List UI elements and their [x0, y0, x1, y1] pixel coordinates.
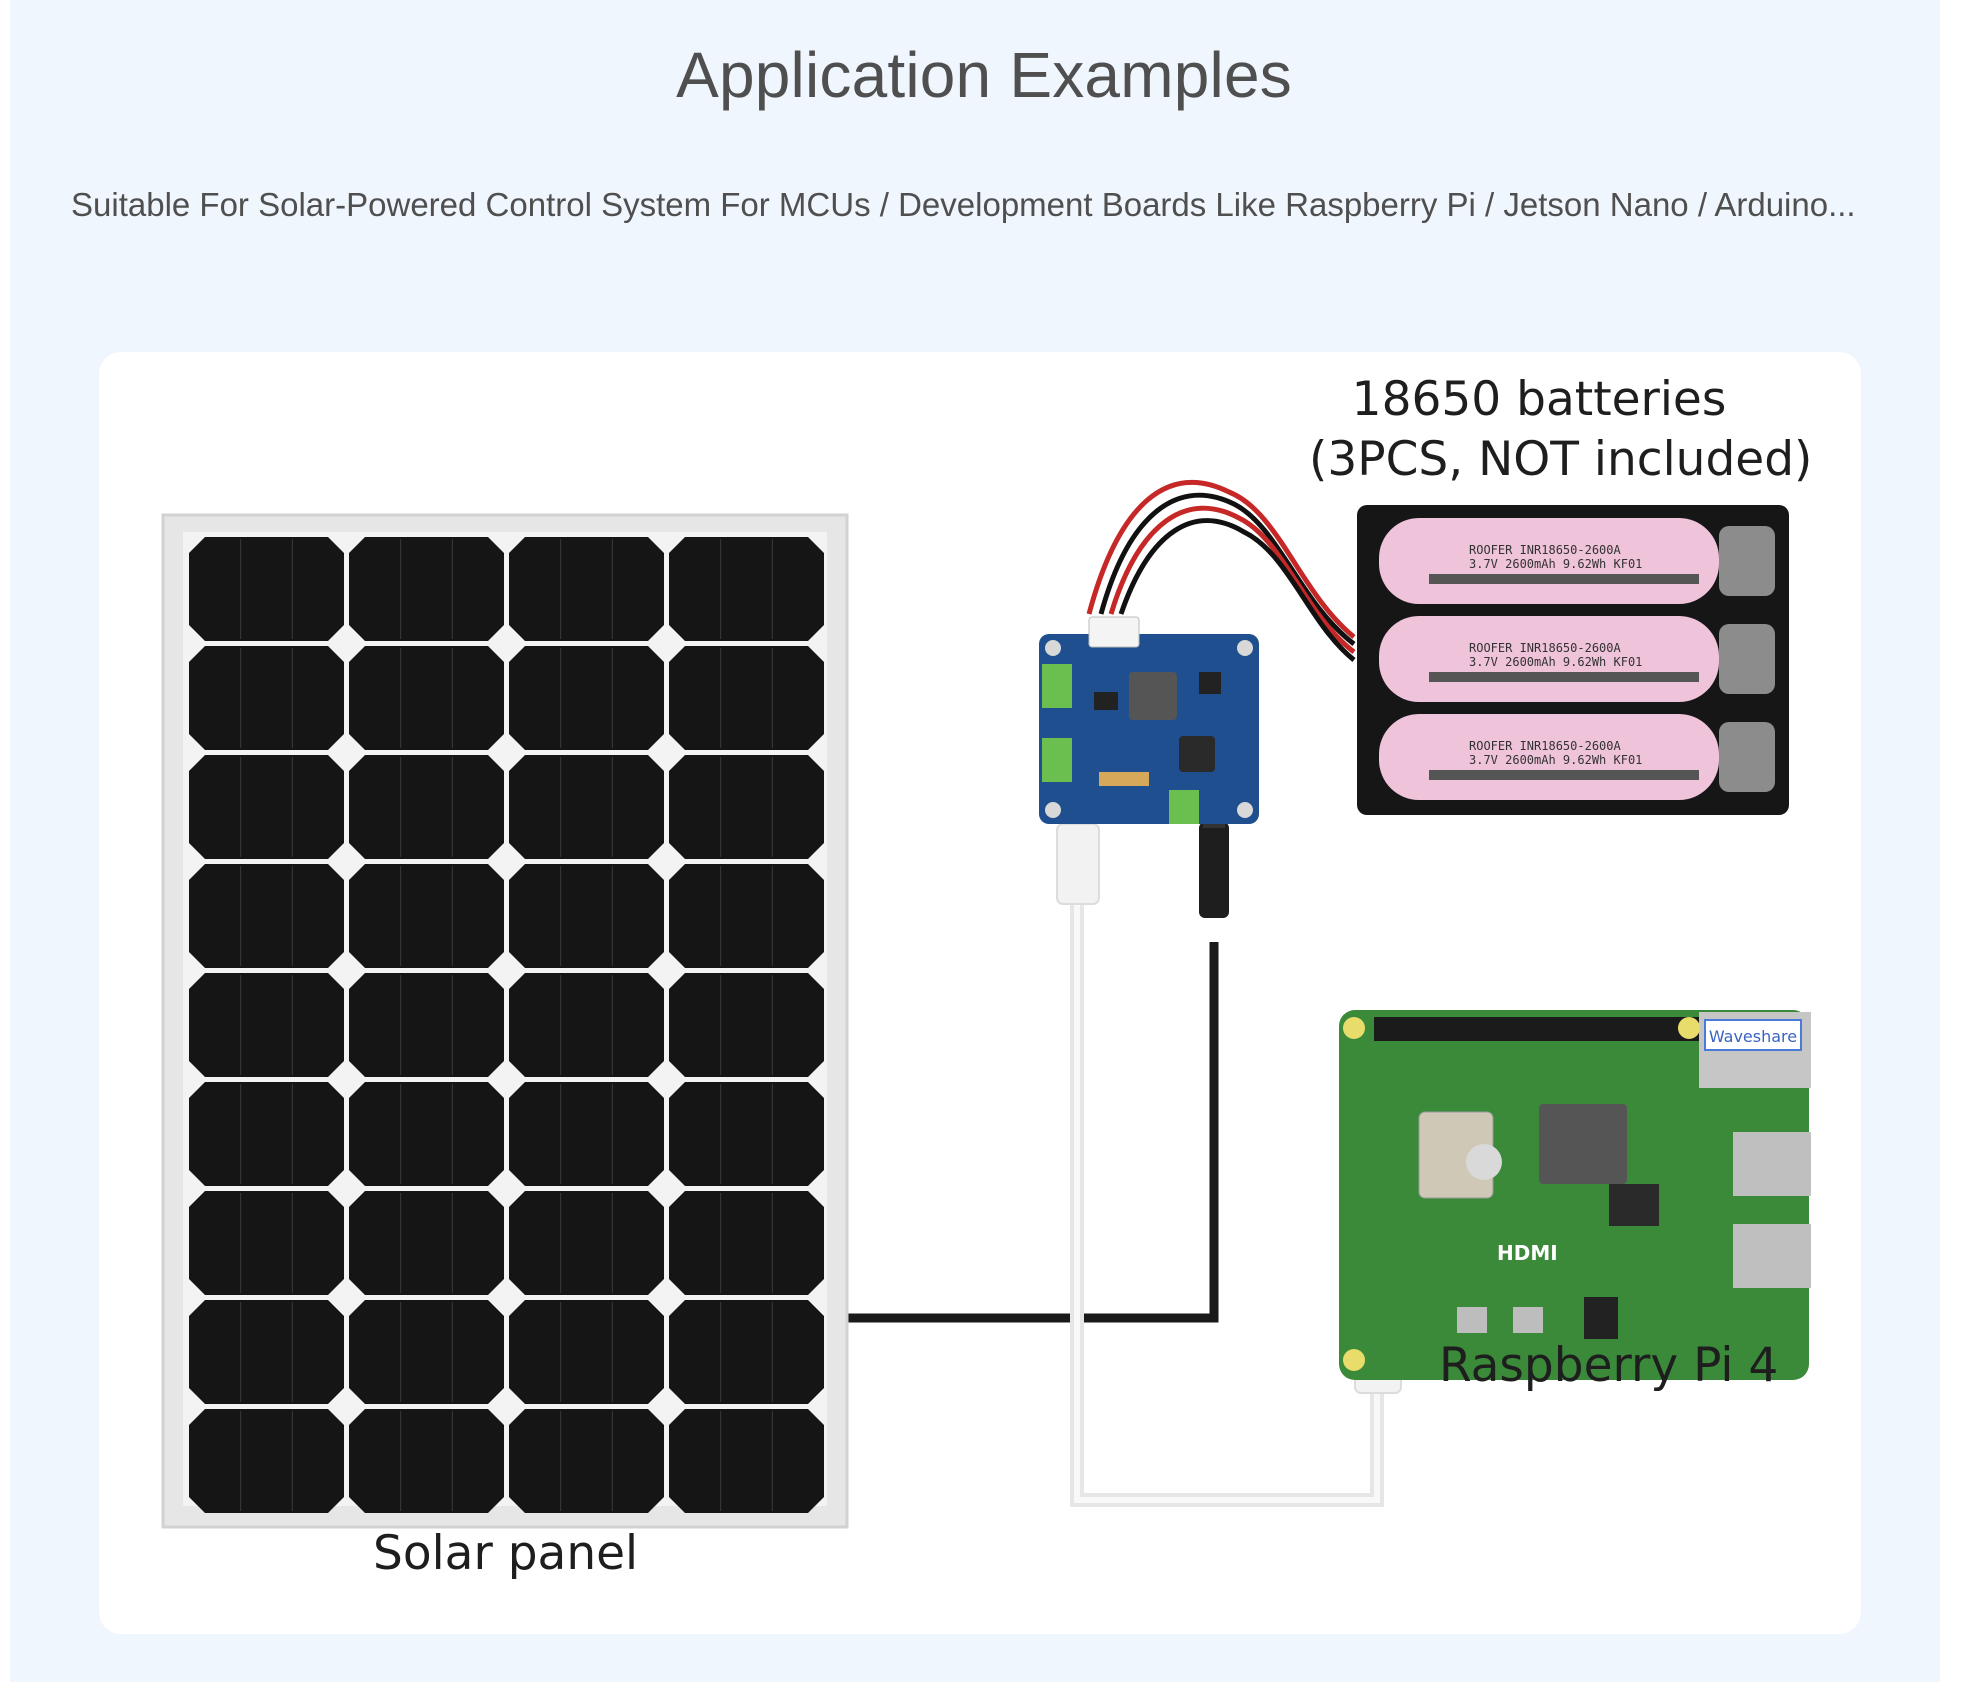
battery-print-line-1: ROOFER INR18650-2600A: [1469, 641, 1621, 655]
solar-cell: [189, 1082, 344, 1186]
solar-charger-board: [1039, 616, 1259, 824]
solar-cell: [189, 1409, 344, 1513]
solar-cell: [349, 646, 504, 750]
page-title: Application Examples: [676, 39, 1292, 111]
solar-cell: [509, 537, 664, 641]
solar-cell: [669, 1082, 824, 1186]
battery-print-line-1: ROOFER INR18650-2600A: [1469, 543, 1621, 557]
dc-barrel-plug: [1199, 822, 1229, 918]
solar-cell: [669, 864, 824, 968]
solar-cell: [509, 755, 664, 859]
solar-cell: [509, 1409, 664, 1513]
battery-print-line-1: ROOFER INR18650-2600A: [1469, 739, 1621, 753]
raspberry-pi-board: Waveshare HDMI: [1339, 1010, 1811, 1380]
solar-panel: [161, 513, 849, 1529]
solar-cell: [669, 1191, 824, 1295]
solar-cell: [189, 646, 344, 750]
solar-cell: [509, 646, 664, 750]
solar-dc-cable: [846, 942, 1219, 1323]
solar-cell: [509, 1300, 664, 1404]
solar-cell: [349, 973, 504, 1077]
solar-cell: [669, 646, 824, 750]
solar-cell: [189, 973, 344, 1077]
solar-cell: [189, 864, 344, 968]
usb-c-plug-charger: [1056, 823, 1100, 905]
solar-cell: [509, 973, 664, 1077]
batteries-callout-line-1: 18650 batteries: [1351, 372, 1727, 427]
solar-cell: [509, 1082, 664, 1186]
solar-cell: [669, 755, 824, 859]
solar-cell: [509, 864, 664, 968]
page-background: Application Examples Suitable For Solar-…: [10, 0, 1940, 1682]
solar-cell: [349, 864, 504, 968]
batteries-callout: 18650 batteries (3PCS, NOT included): [1309, 370, 1813, 489]
raspberry-pi-callout: Raspberry Pi 4: [1439, 1338, 1779, 1393]
battery-print-line-2: 3.7V 2600mAh 9.62Wh KF01: [1469, 655, 1642, 669]
solar-cell: [189, 1300, 344, 1404]
batteries-callout-line-2: (3PCS, NOT included): [1309, 431, 1813, 487]
solar-cell: [349, 537, 504, 641]
solar-cell: [349, 1300, 504, 1404]
usb-c-cable: [1070, 892, 1384, 1507]
solar-cell: [349, 1082, 504, 1186]
battery-print-line-2: 3.7V 2600mAh 9.62Wh KF01: [1469, 557, 1642, 571]
solar-cell: [669, 1409, 824, 1513]
solar-cell: [669, 973, 824, 1077]
solar-cell: [349, 1191, 504, 1295]
solar-cell: [669, 537, 824, 641]
battery-print-line-2: 3.7V 2600mAh 9.62Wh KF01: [1469, 753, 1642, 767]
page-subtitle: Suitable For Solar-Powered Control Syste…: [71, 186, 1856, 223]
solar-cell: [669, 1300, 824, 1404]
solar-panel-callout: Solar panel: [373, 1526, 639, 1581]
hdmi-mark: HDMI: [1497, 1241, 1558, 1265]
solar-cell: [349, 1409, 504, 1513]
waveshare-mark: Waveshare: [1709, 1027, 1797, 1046]
solar-cell: [509, 1191, 664, 1295]
solar-cell: [189, 1191, 344, 1295]
solar-cell: [189, 537, 344, 641]
solar-cell: [349, 755, 504, 859]
solar-cell: [189, 755, 344, 859]
